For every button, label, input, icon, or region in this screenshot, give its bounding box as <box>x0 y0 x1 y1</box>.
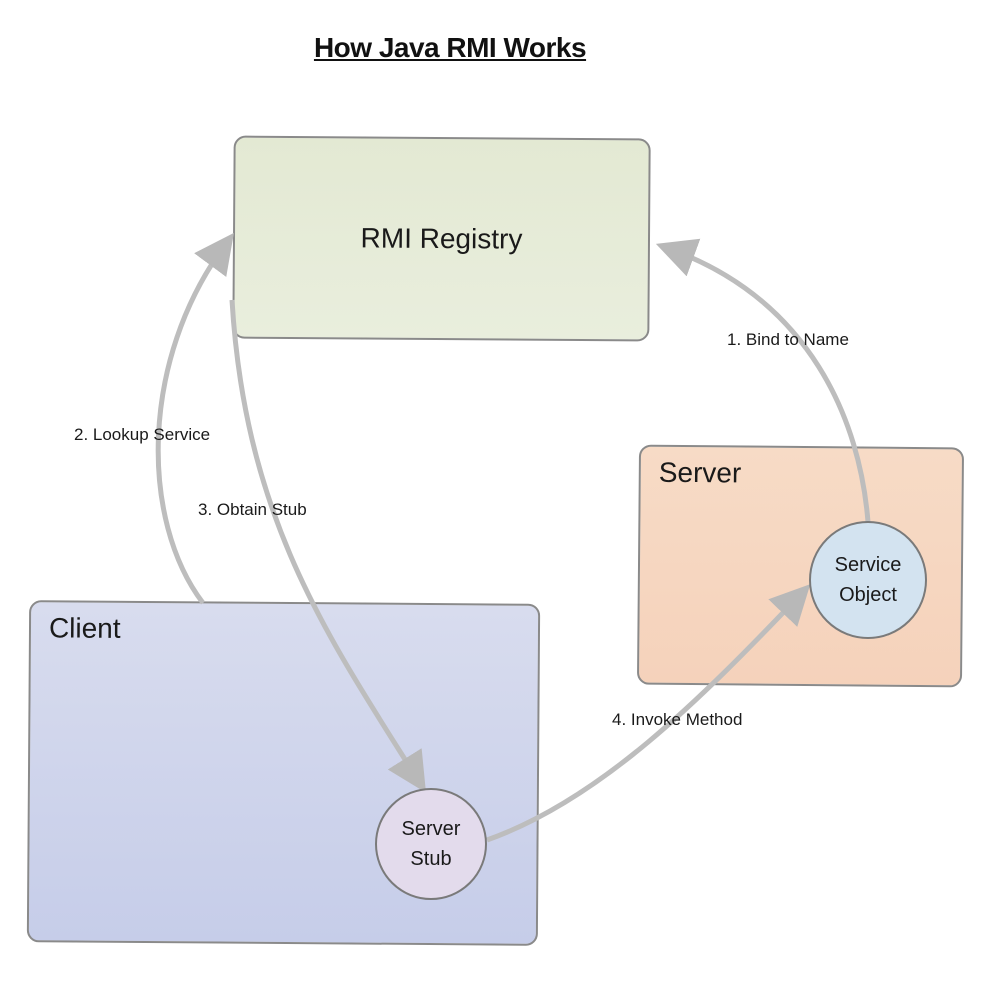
edge-label-invoke: 4. Invoke Method <box>612 710 743 729</box>
arrow-lookup-service <box>155 232 234 605</box>
server-stub-line2: Stub <box>410 848 452 870</box>
arrow-invoke-method <box>486 584 811 843</box>
diagram-title: How Java RMI Works <box>313 32 587 63</box>
service-object-line1: Service <box>834 554 902 576</box>
server-stub-line1: Server <box>401 818 461 840</box>
service-object-node: Service Object <box>809 521 927 639</box>
arrow-bind-to-name <box>655 238 871 523</box>
server-stub-node: Server Stub <box>375 788 487 900</box>
arrow-obtain-stub <box>229 299 426 793</box>
edge-label-obtain: 3. Obtain Stub <box>198 500 307 519</box>
edge-label-lookup: 2. Lookup Service <box>74 425 211 444</box>
edge-label-bind: 1. Bind to Name <box>727 330 849 349</box>
service-object-line2: Object <box>839 584 897 606</box>
